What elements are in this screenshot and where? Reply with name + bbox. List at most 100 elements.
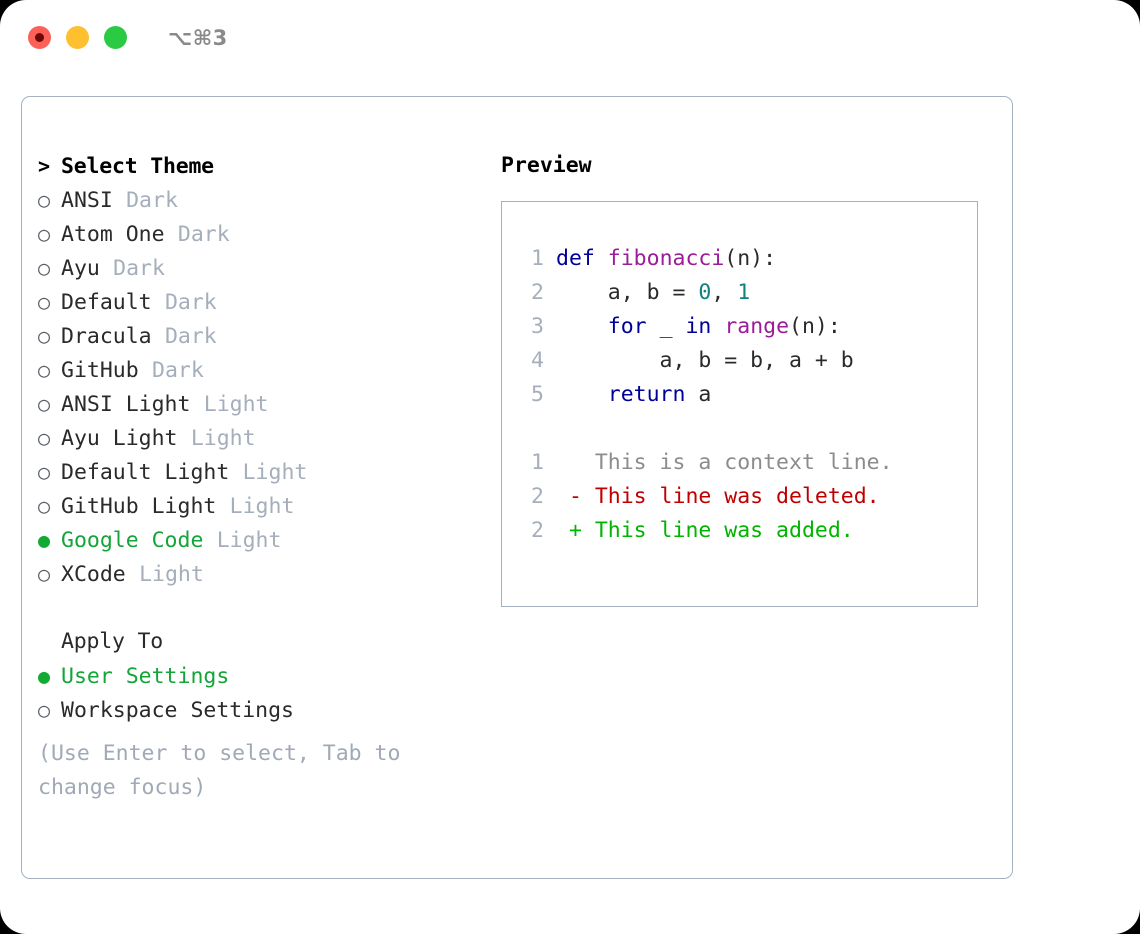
theme-name-label: XCode: [61, 562, 126, 587]
code-token: (n):: [789, 314, 841, 339]
theme-variant-label: Light: [242, 460, 308, 485]
apply-to-header-label: Apply To: [61, 629, 163, 654]
maximize-window-button[interactable]: [104, 26, 127, 49]
theme-list-item[interactable]: ● Google Code Light: [38, 523, 488, 557]
code-token: [595, 246, 608, 271]
radio-selected-icon: ●: [38, 528, 51, 552]
apply-to-list: ● User Settings ○ Workspace Settings: [38, 659, 488, 727]
radio-unselected-icon: ○: [38, 256, 51, 280]
traffic-light-group: [28, 26, 127, 49]
theme-variant-label: Light: [229, 494, 295, 519]
line-number: 3: [531, 314, 544, 339]
radio-unselected-icon: ○: [38, 562, 51, 586]
apply-to-label: User Settings: [61, 664, 230, 689]
code-token: 1: [737, 280, 751, 305]
diff-line-text: + This line was added.: [556, 518, 854, 543]
theme-variant-label: Light: [203, 392, 269, 417]
minimize-window-button[interactable]: [66, 26, 89, 49]
radio-unselected-icon: ○: [38, 188, 51, 212]
diff-line-text: This is a context line.: [556, 450, 893, 475]
apply-to-header: Apply To: [38, 625, 488, 659]
apply-to-label: Workspace Settings: [61, 698, 294, 723]
code-token: [556, 314, 608, 339]
code-line: 5 return a: [520, 378, 893, 412]
code-line: 2 a, b = 0, 1: [520, 276, 893, 310]
title-bar: ⌥⌘3: [0, 0, 1140, 76]
theme-name-label: Ayu Light: [61, 426, 178, 451]
radio-unselected-icon: ○: [38, 358, 51, 382]
radio-unselected-icon: ○: [38, 324, 51, 348]
line-number: 2: [531, 518, 544, 543]
theme-variant-label: Dark: [126, 188, 178, 213]
apply-to-item[interactable]: ○ Workspace Settings: [38, 693, 488, 727]
theme-name-label: Ayu: [61, 256, 100, 281]
code-line: 3 for _ in range(n):: [520, 310, 893, 344]
theme-name-label: ANSI Light: [61, 392, 191, 417]
theme-variant-label: Dark: [164, 290, 217, 315]
diff-line: 2 - This line was deleted.: [520, 480, 893, 514]
theme-name-label: Google Code: [61, 528, 204, 553]
theme-list-item[interactable]: ○ Default Dark: [38, 285, 488, 319]
radio-unselected-icon: ○: [38, 426, 51, 450]
theme-name-label: GitHub Light: [61, 494, 217, 519]
theme-list-item[interactable]: ○ ANSI Dark: [38, 183, 488, 217]
line-number: 2: [531, 280, 544, 305]
theme-list-item[interactable]: ○ GitHub Dark: [38, 353, 488, 387]
line-number: 5: [531, 382, 544, 407]
prompt-caret-icon: >: [38, 154, 50, 178]
code-token: range: [724, 314, 790, 339]
code-token: [556, 382, 608, 407]
line-number: 2: [531, 484, 544, 509]
code-token: 0: [698, 280, 712, 305]
line-number: 4: [531, 348, 544, 373]
code-token: in: [685, 314, 712, 339]
theme-variant-label: Dark: [113, 256, 165, 281]
theme-variant-label: Dark: [164, 324, 217, 349]
theme-variant-label: Light: [216, 528, 282, 553]
code-token: fibonacci: [607, 246, 725, 271]
diff-line: 2 + This line was added.: [520, 514, 893, 548]
code-blank-line: [520, 412, 893, 446]
diff-line-text: - This line was deleted.: [556, 484, 880, 509]
theme-name-label: Default Light: [61, 460, 230, 485]
theme-name-label: ANSI: [61, 188, 113, 213]
radio-unselected-icon: ○: [38, 290, 51, 314]
theme-name-label: GitHub: [61, 358, 139, 383]
theme-variant-label: Light: [139, 562, 204, 587]
preview-title: Preview: [501, 153, 592, 178]
radio-unselected-icon: ○: [38, 392, 51, 416]
code-token: ,: [711, 280, 738, 305]
code-token: return: [607, 382, 686, 407]
radio-unselected-icon: ○: [38, 222, 51, 246]
keyboard-shortcut-label: ⌥⌘3: [168, 26, 228, 50]
radio-unselected-icon: ○: [38, 698, 51, 722]
theme-list-item[interactable]: ○ Ayu Dark: [38, 251, 488, 285]
theme-list-item[interactable]: ○ ANSI Light Light: [38, 387, 488, 421]
diff-line: 1 This is a context line.: [520, 446, 893, 480]
code-token: for: [607, 314, 647, 339]
line-number: 1: [531, 246, 544, 271]
theme-variant-label: Dark: [177, 222, 230, 247]
theme-list-item[interactable]: ○ XCode Light: [38, 557, 488, 591]
code-token: def: [556, 246, 595, 271]
close-window-button[interactable]: [28, 26, 51, 49]
radio-selected-icon: ●: [38, 664, 51, 688]
select-theme-header: >Select Theme: [38, 149, 488, 183]
theme-variant-label: Dark: [152, 358, 204, 383]
code-line: 4 a, b = b, a + b: [520, 344, 893, 378]
apply-to-item[interactable]: ● User Settings: [38, 659, 488, 693]
theme-name-label: Default: [61, 290, 152, 315]
code-token: a, b = b, a + b: [556, 348, 854, 373]
code-token: [711, 314, 724, 339]
